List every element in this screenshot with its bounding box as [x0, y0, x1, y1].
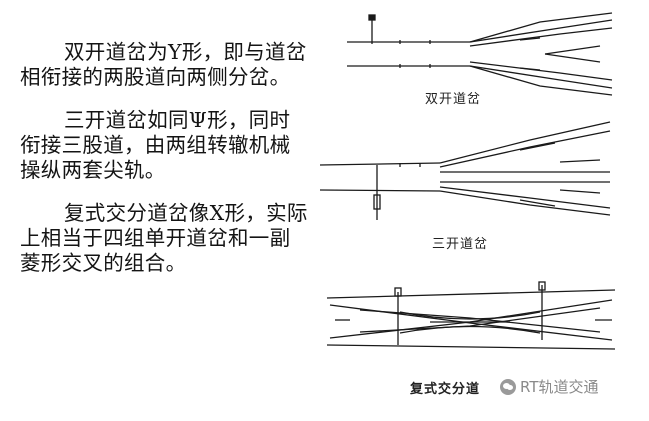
- turnout-diagrams: [319, 12, 616, 350]
- paragraph-compound-crossover: 复式交分道岔像X形，实际上相当于四组单开道岔和一副菱形交叉的组合。: [20, 201, 308, 275]
- description-text: 双开道岔为Y形，即与道岔相衔接的两股道向两侧分岔。 三开道岔如同Ψ形，同时衔接三…: [20, 40, 310, 294]
- double-turnout-diagram: [347, 12, 613, 96]
- caption-compound-crossover: 复式交分道: [410, 382, 481, 397]
- paragraph-three-throw-turnout: 三开道岔如同Ψ形，同时衔接三股道，由两组转辙机械操纵两套尖轨。: [20, 108, 291, 182]
- caption-three-throw-turnout: 三开道岔: [432, 237, 489, 252]
- wechat-icon: [500, 378, 516, 395]
- watermark-text: RT轨道交通: [520, 378, 599, 396]
- compound-crossover-diagram: [326, 281, 616, 350]
- three-throw-turnout-diagram: [319, 121, 611, 220]
- paragraph-double-turnout: 双开道岔为Y形，即与道岔相衔接的两股道向两侧分岔。: [20, 40, 307, 89]
- watermark: RT轨道交通: [500, 376, 599, 397]
- caption-double-turnout: 双开道岔: [425, 92, 482, 107]
